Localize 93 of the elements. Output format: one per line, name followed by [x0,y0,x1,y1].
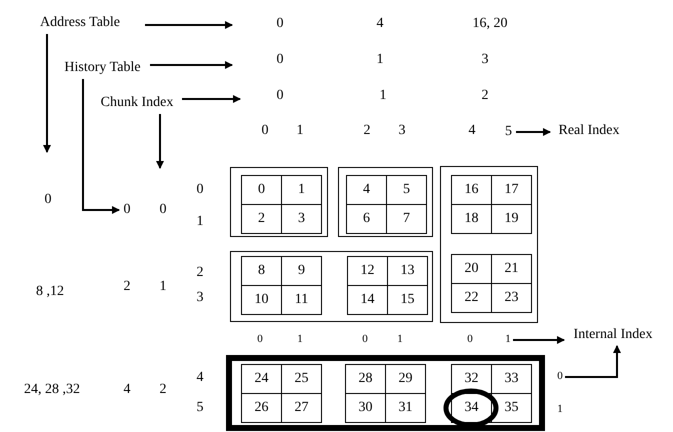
grid-cell: 7 [386,204,427,234]
index-number: 0 [276,88,284,104]
grid-cell: 15 [387,285,428,315]
grid-cell: 17 [491,175,532,205]
index-number: 0 [362,333,368,345]
index-number: 0 [555,368,565,384]
index-number: 1 [397,333,403,345]
grid-cell: 9 [281,256,322,286]
grid-cell: 22 [451,283,492,313]
index-number: 4 [196,370,204,386]
arrow [43,34,51,153]
index-number: 0 [467,333,473,345]
index-number: 4 [124,382,130,398]
grid-cell: 30 [345,393,386,423]
index-number: 4 [468,123,476,139]
index-number: 1 [557,403,563,415]
grid-cell: 27 [281,393,322,423]
grid-cell: 8 [241,256,282,286]
index-number: 16, 20 [472,16,508,32]
arrow [513,336,565,344]
index-number: 1 [503,331,513,347]
index-number: 0 [44,192,52,208]
arrow [182,95,241,103]
grid-cell: 3 [281,204,322,234]
grid-cell: 25 [281,364,322,394]
group-frame [226,355,545,431]
index-title: History Table [55,57,150,79]
index-number: 1 [160,279,166,295]
grid-cell: 6 [346,204,387,234]
grid-cell: 1 [281,175,322,205]
grid-cell: 19 [491,204,532,234]
grid-cell: 2 [241,204,282,234]
grid-cell: 18 [451,204,492,234]
index-number: 0 [160,202,166,218]
group-frame [338,167,433,237]
arrow [565,345,621,378]
index-number: 2 [196,265,204,281]
index-number: 2 [482,88,488,104]
arrow [145,21,233,29]
index-number: 5 [196,400,204,416]
grid-cell: 10 [241,285,282,315]
group-frame [440,166,538,323]
index-number: 3 [196,290,204,306]
arrow [150,61,233,69]
index-number: 1 [376,52,384,68]
grid-cell: 35 [491,393,532,423]
grid-cell: 31 [385,393,426,423]
index-number: 0 [196,182,204,198]
grid-cell: 33 [491,364,532,394]
index-number: 0 [262,123,268,139]
index-number: 3 [482,52,488,68]
index-number: 4 [376,16,384,32]
grid-cell: 4 [346,175,387,205]
grid-cell: 21 [491,254,532,284]
index-number: 8 ,12 [36,284,64,300]
grid-cell: 20 [451,254,492,284]
grid-cell: 26 [241,393,282,423]
index-number: 0 [257,333,263,345]
index-number: 1 [196,214,204,230]
grid-cell: 12 [347,256,388,286]
grid-cell: 28 [345,364,386,394]
index-number: 5 [501,122,516,142]
index-number: 1 [380,88,386,104]
grid-cell: 34 [451,393,492,423]
grid-cell: 13 [387,256,428,286]
index-number: 3 [398,123,406,139]
arrow [156,114,164,169]
grid-cell: 11 [281,285,322,315]
arrow [82,79,120,214]
group-frame [230,167,328,237]
grid-cell: 16 [451,175,492,205]
index-number: 0 [276,52,284,68]
index-number: 2 [364,123,370,139]
grid-cell: 24 [241,364,282,394]
index-title: Internal Index [564,324,662,346]
grid-cell: 14 [347,285,388,315]
index-title: Chunk Index [92,92,182,114]
index-number: 0 [276,16,284,32]
grid-cell: 29 [385,364,426,394]
index-number: 1 [296,123,304,139]
index-number: 0 [119,200,135,220]
grid-cell: 5 [386,175,427,205]
index-title: Real Index [550,120,628,142]
index-number: 2 [124,279,130,295]
index-title: Address Table [15,12,145,34]
index-number: 24, 28 ,32 [24,382,80,398]
index-number: 2 [160,382,166,398]
group-frame [230,251,433,322]
arrow [516,128,551,136]
grid-cell: 0 [241,175,282,205]
grid-cell: 23 [491,283,532,313]
grid-cell: 32 [451,364,492,394]
index-number: 1 [297,333,303,345]
